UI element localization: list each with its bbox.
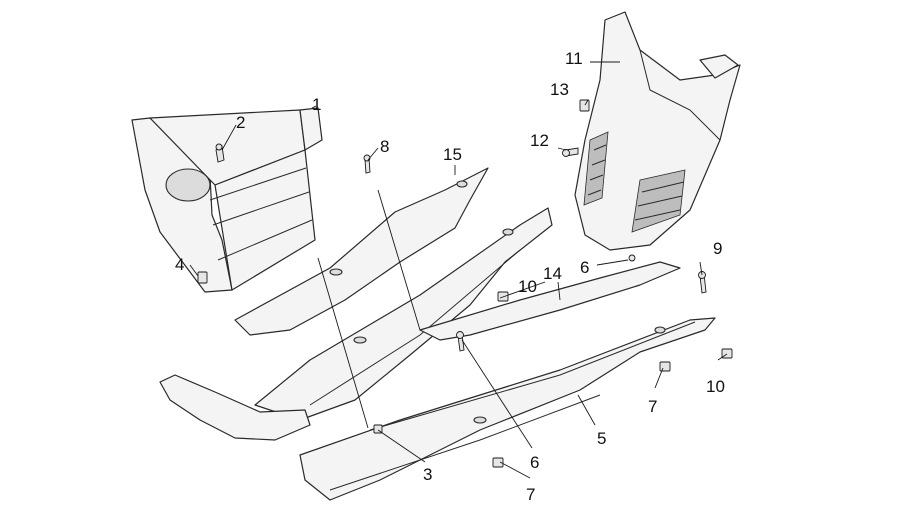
- clip-icon: [579, 99, 590, 112]
- callout-14: 14: [543, 264, 562, 283]
- clip-icon: [197, 271, 208, 284]
- callout-1: 1: [312, 95, 321, 114]
- screw-icon: [562, 147, 579, 157]
- callout-5: 5: [597, 429, 606, 448]
- clip-icon: [659, 361, 671, 372]
- clip-icon: [492, 457, 504, 468]
- callout-4: 4: [175, 255, 184, 274]
- part-rear-floor-plate: [419, 261, 681, 341]
- callout-6-lower: 6: [530, 453, 539, 472]
- callout-3: 3: [423, 465, 432, 484]
- screw-icon: [363, 154, 371, 174]
- part-floor-mat: [234, 167, 489, 336]
- clip-icon: [628, 254, 636, 262]
- part-side-skirt: [299, 317, 716, 501]
- part-front-shield: [131, 107, 323, 293]
- screw-icon: [456, 331, 465, 352]
- callout-13: 13: [550, 80, 569, 99]
- callout-10-middle: 10: [518, 277, 537, 296]
- part-left-footrest: [159, 374, 311, 441]
- callout-10-right: 10: [706, 377, 725, 396]
- part-central-tunnel: [254, 207, 553, 421]
- callout-6-upper: 6: [580, 258, 589, 277]
- callout-9: 9: [713, 239, 722, 258]
- callout-11: 11: [565, 49, 583, 68]
- callout-8: 8: [380, 137, 389, 156]
- leader-lines: [189, 61, 728, 479]
- callout-12: 12: [530, 131, 549, 150]
- callout-2: 2: [236, 113, 245, 132]
- callout-7-right: 7: [648, 397, 657, 416]
- callout-7-lower: 7: [526, 485, 535, 504]
- callout-labels: 1 2 3 4 5 6 6 7 7 8 9 10 10 11 12 13 14 …: [175, 49, 725, 504]
- screw-icon: [215, 143, 225, 163]
- part-rear-cover: [574, 11, 741, 251]
- callout-15: 15: [443, 145, 462, 164]
